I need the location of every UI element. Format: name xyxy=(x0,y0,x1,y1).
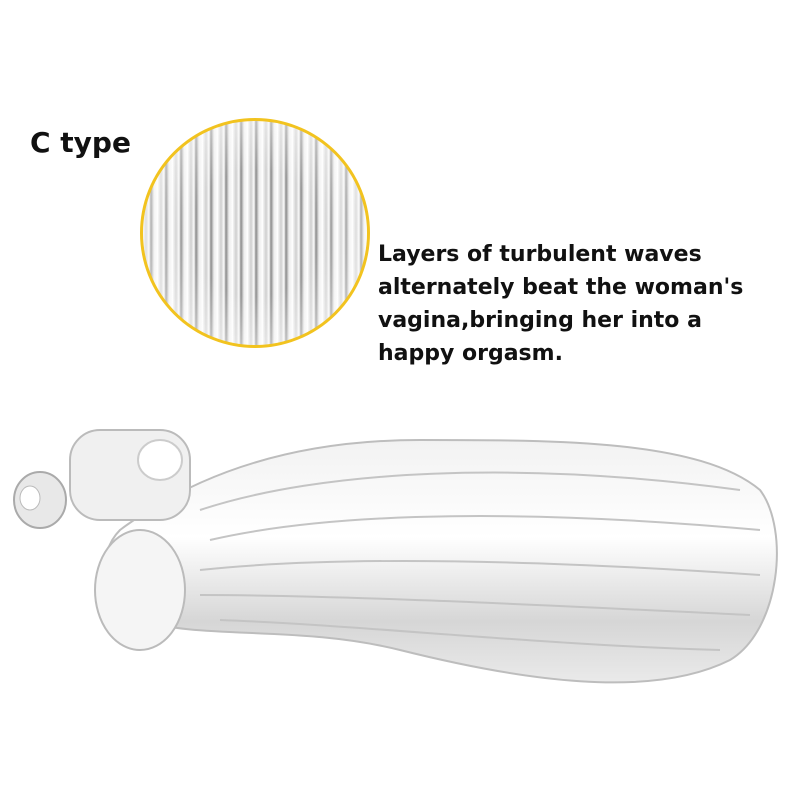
product-ring-hole xyxy=(137,439,183,481)
description-line: vagina,bringing her into a xyxy=(378,308,702,333)
description-line: happy orgasm. xyxy=(378,341,563,366)
description-line: Layers of turbulent waves xyxy=(378,242,702,267)
closeup-shade xyxy=(143,121,367,345)
texture-closeup xyxy=(140,118,370,348)
product-image xyxy=(13,429,778,684)
product-type-label: C type xyxy=(30,126,131,159)
product-description: Layers of turbulent waves alternately be… xyxy=(378,238,743,370)
description-line: alternately beat the woman's xyxy=(378,275,744,300)
product-bullet-tip xyxy=(19,485,41,511)
product-ridges xyxy=(199,471,761,651)
product-base xyxy=(94,529,186,651)
